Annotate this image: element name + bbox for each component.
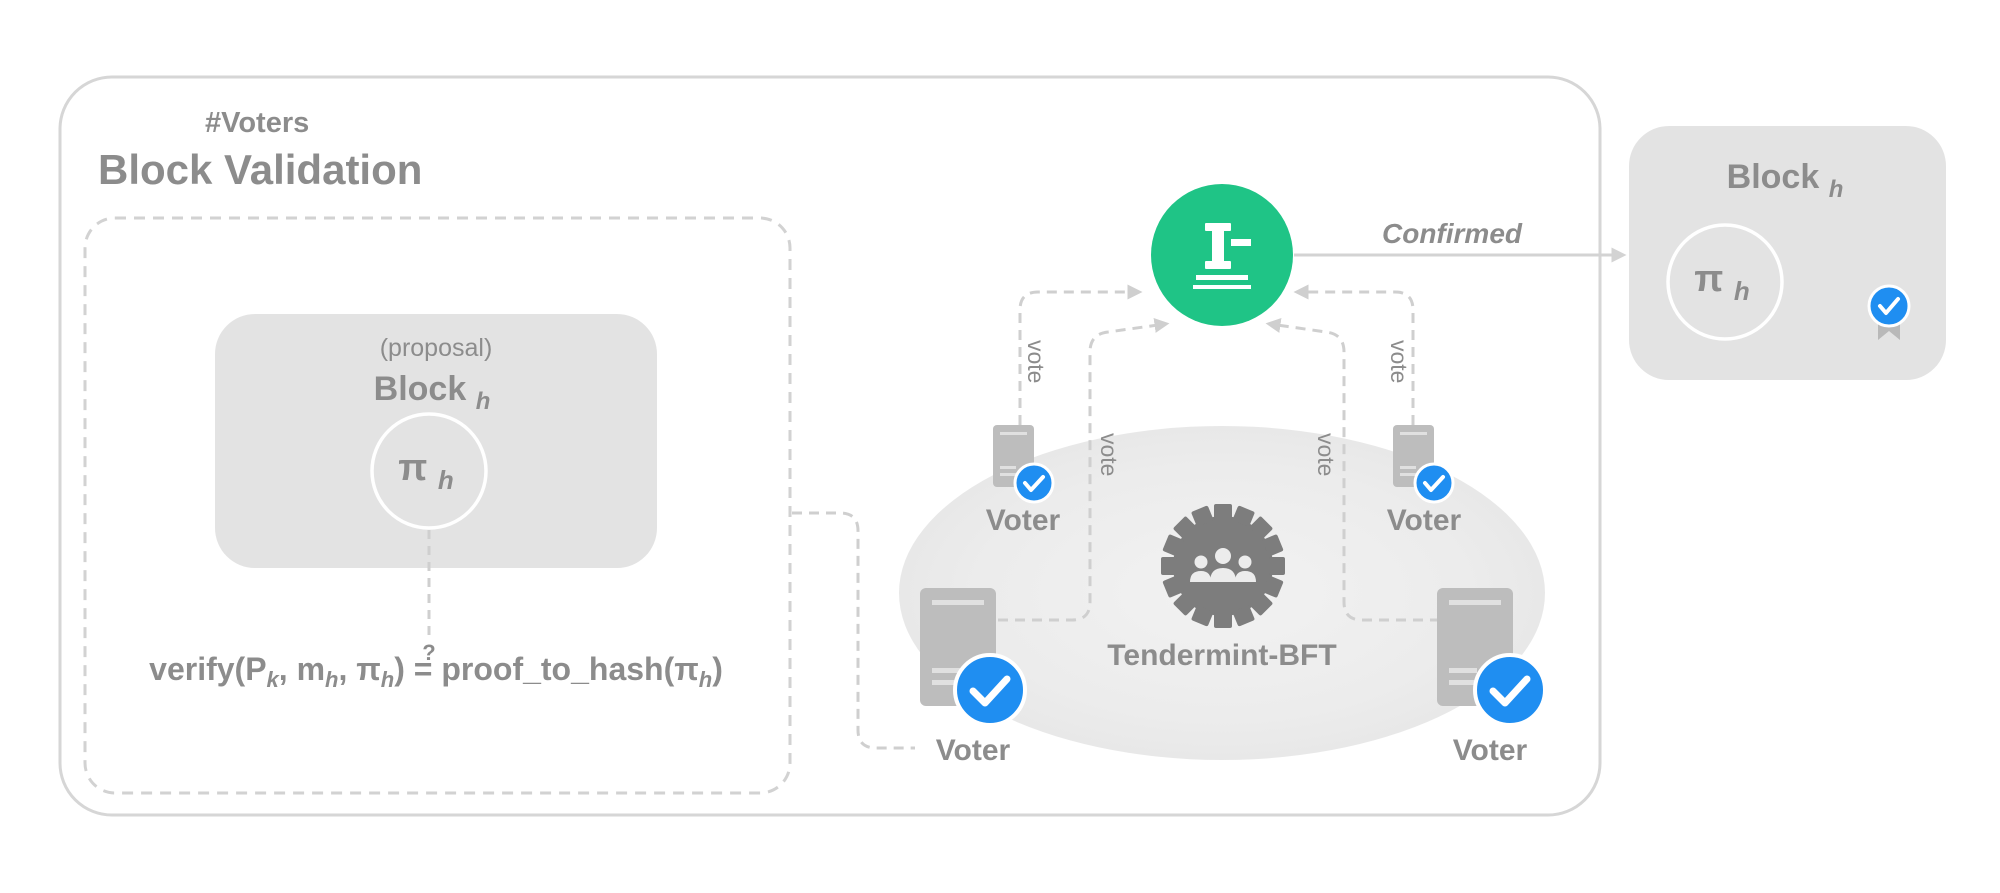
proposal-block-label: Block	[374, 370, 467, 408]
confirmed-proof: π h	[1694, 258, 1750, 306]
verify-sep1: , m	[279, 651, 325, 687]
voter-label: Voter	[986, 504, 1061, 537]
region-to-voter-connector	[792, 511, 915, 750]
check-badge-icon	[1013, 462, 1055, 504]
vote-label-bottom-right: vote	[1313, 433, 1339, 476]
check-badge-icon	[1473, 653, 1547, 727]
verify-h3: h	[699, 667, 712, 692]
verify-formula: verify(Pk, mh, πh) = proof_to_hash(πh)	[149, 651, 723, 692]
confirmed-label: Confirmed	[1382, 218, 1523, 249]
proposal-proof: π h	[398, 447, 454, 495]
vote-arrow-top-right	[1293, 284, 1415, 425]
vote-arrow-bottom-right	[1265, 318, 1440, 622]
verify-rhs-close: )	[712, 651, 723, 687]
ribbon-badge-icon	[1867, 284, 1911, 340]
check-badge-icon	[1413, 462, 1455, 504]
verify-rhs-prefix: proof_to_hash(π	[441, 651, 698, 687]
proposal-proof-symbol: π	[398, 447, 427, 489]
confirmed-proof-symbol: π	[1694, 258, 1723, 300]
proposal-tag: (proposal)	[380, 334, 493, 362]
check-badge-icon	[953, 653, 1027, 727]
confirmed-proof-circle	[1666, 223, 1784, 341]
proposal-proof-circle	[370, 412, 488, 530]
voter-bottom-left: Voter	[920, 588, 1027, 767]
voter-top-left: Voter	[986, 425, 1061, 537]
verify-k: k	[267, 667, 281, 692]
voter-bottom-right: Voter	[1437, 588, 1547, 767]
confirmed-block-title: Block h	[1727, 158, 1844, 203]
gavel-icon	[1151, 184, 1293, 326]
verify-close: )	[394, 651, 405, 687]
voter-label: Voter	[1453, 734, 1528, 767]
vote-arrow-top-left	[1018, 284, 1143, 425]
verify-lhs-prefix: verify(P	[149, 651, 266, 687]
voter-label: Voter	[936, 734, 1011, 767]
voter-label: Voter	[1387, 504, 1462, 537]
voter-top-right: Voter	[1387, 425, 1462, 537]
verify-h2: h	[381, 667, 394, 692]
confirmed-block-sub: h	[1829, 176, 1844, 203]
proposal-block-title: Block h	[374, 370, 491, 415]
verify-sep2: , π	[338, 651, 380, 687]
vote-label-top-left: vote	[1023, 340, 1049, 383]
confirmed-block-label: Block	[1727, 158, 1820, 196]
consensus-gear-icon	[1161, 504, 1285, 628]
proposal-proof-sub: h	[438, 465, 454, 495]
panel-subtitle: #Voters	[205, 107, 309, 139]
verify-h1: h	[325, 667, 338, 692]
vote-label-bottom-left: vote	[1096, 433, 1122, 476]
verify-question-mark: ?	[422, 640, 435, 665]
verify-equals: =	[414, 651, 433, 687]
vote-arrow-bottom-left	[998, 318, 1170, 622]
proposal-block-sub: h	[476, 388, 491, 415]
confirmed-proof-sub: h	[1734, 276, 1750, 306]
panel-title: Block Validation	[98, 146, 422, 193]
vote-label-top-right: vote	[1386, 340, 1412, 383]
consensus-label: Tendermint-BFT	[1107, 639, 1336, 672]
